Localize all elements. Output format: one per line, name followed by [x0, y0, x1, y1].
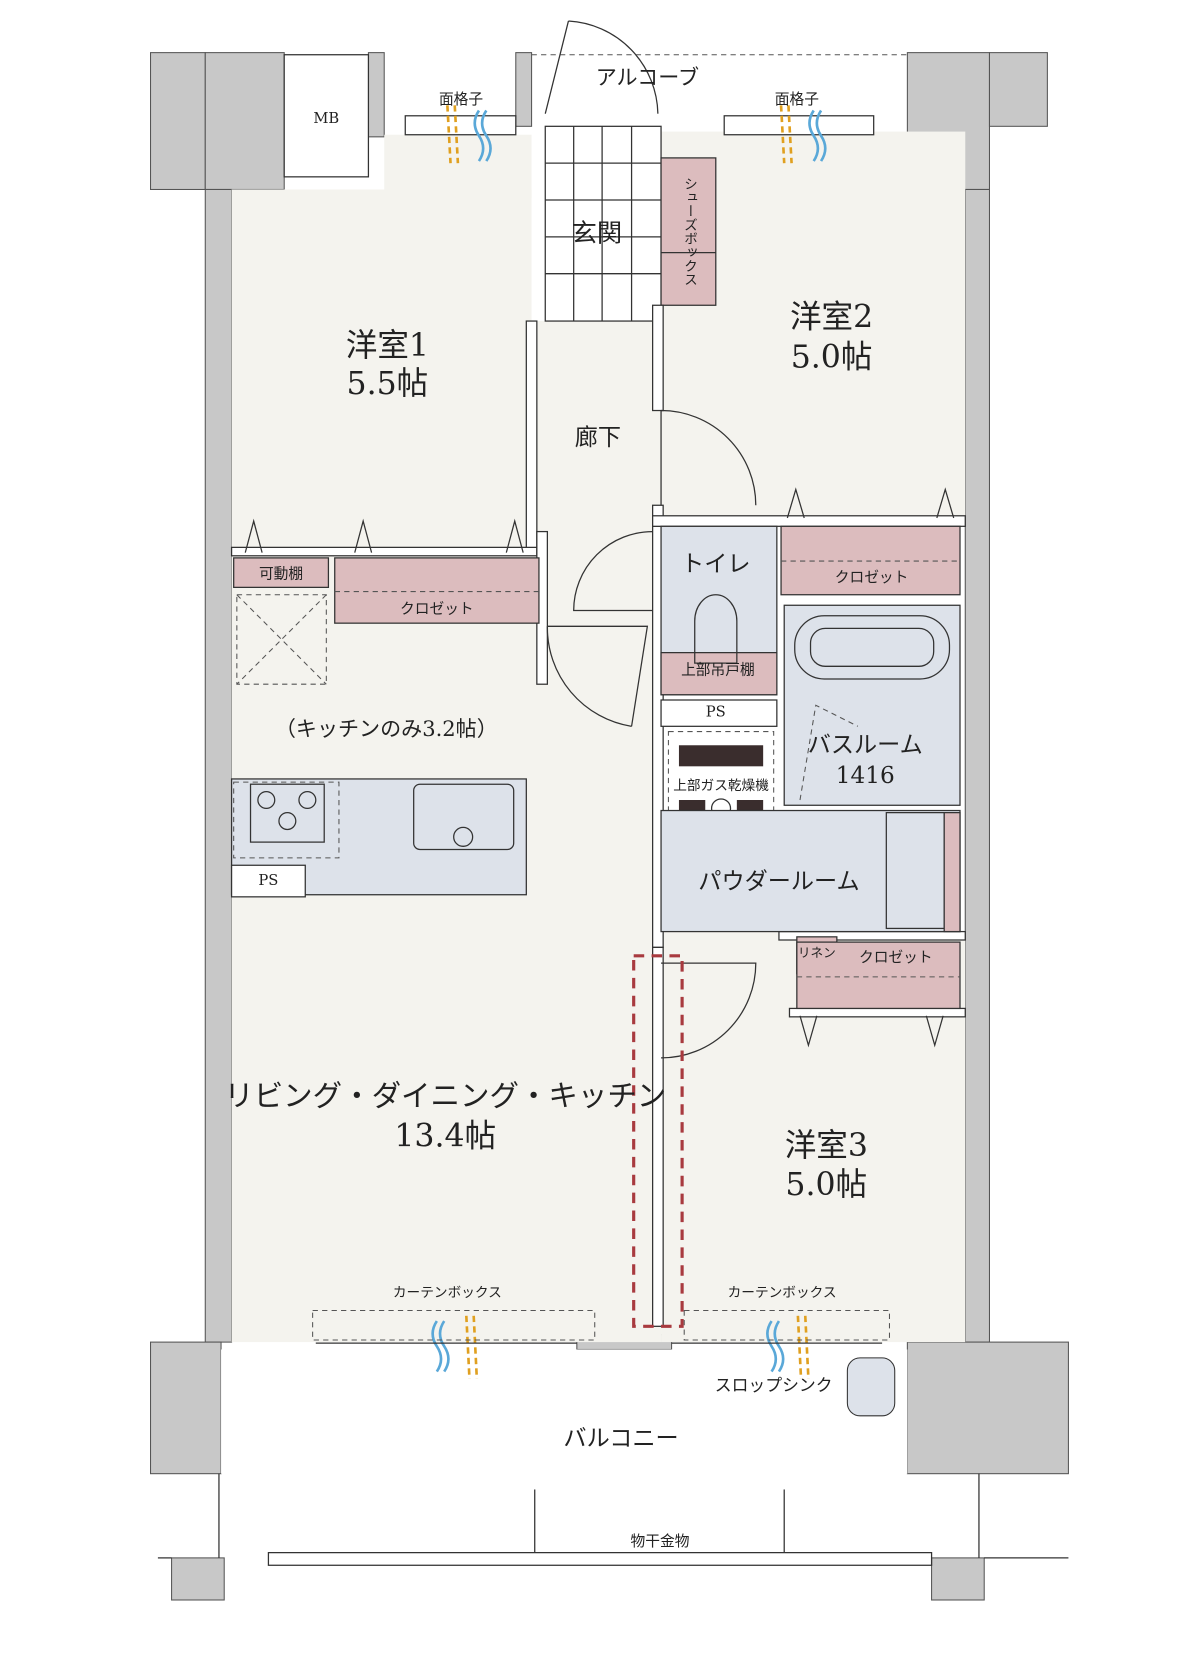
- slop-sink-icon: [846, 1357, 896, 1417]
- toilet-cabinet: [660, 651, 778, 696]
- ps-toilet: [660, 699, 778, 727]
- sink-icon: [413, 783, 515, 851]
- toilet-label: トイレ: [681, 551, 750, 577]
- gas-dryer-label: 上部ガス乾燥機: [673, 778, 769, 794]
- closet-room1-label: クロゼット: [400, 600, 474, 617]
- curtain-box-left: [312, 1310, 596, 1341]
- closet-door-marks: [244, 487, 955, 1048]
- closet-room3-label: クロゼット: [859, 949, 933, 966]
- light-icon: [446, 105, 810, 1380]
- mb-box: [283, 54, 370, 178]
- exterior-walls: [150, 52, 1069, 1601]
- shoe-box-label: シューズボックス: [681, 177, 697, 286]
- entrance-label: 玄関: [572, 219, 623, 248]
- room3-name: 洋室3: [785, 1128, 868, 1164]
- ps-toilet-label: PS: [706, 704, 726, 721]
- kitchen-only-label: （キッチンのみ3.2帖）: [275, 716, 498, 741]
- bathtub-icon: [794, 615, 951, 680]
- shoe-box: [660, 157, 717, 306]
- powder-room-label: パウダールーム: [698, 869, 859, 895]
- bathroom-label: バスルーム: [808, 732, 923, 758]
- toilet-icon: [694, 594, 738, 664]
- balcony-floor: [221, 1349, 908, 1474]
- airflow-icon: [431, 109, 827, 1373]
- stove-burner-icon: [249, 783, 325, 843]
- window-right[interactable]: [723, 115, 875, 136]
- movable-partition: [632, 954, 684, 1328]
- movable-shelf-label: 可動棚: [259, 566, 303, 583]
- room1-size: 5.5帖: [346, 366, 428, 402]
- toilet-cabinet-label: 上部吊戸棚: [681, 662, 755, 679]
- curtain-box-right: [683, 1310, 890, 1341]
- room1-name: 洋室1: [346, 328, 429, 364]
- curtain-box-right-label: カーテンボックス: [728, 1285, 837, 1301]
- curtain-box-left-label: カーテンボックス: [393, 1285, 502, 1301]
- ps-kitchen: [230, 864, 306, 898]
- linen-label: リネン: [798, 945, 836, 960]
- entrance-door[interactable]: [544, 20, 659, 114]
- room2-name: 洋室2: [790, 299, 873, 335]
- room3-size: 5.0帖: [785, 1167, 867, 1203]
- bathroom: [783, 604, 961, 806]
- hallway-label: 廊下: [575, 425, 621, 451]
- dryer-icon: [678, 745, 764, 767]
- slop-sink-label: スロップシンク: [715, 1375, 833, 1395]
- room2-size: 5.0帖: [791, 339, 873, 375]
- room1-floor: [231, 189, 532, 553]
- lattice-right-label: 面格子: [775, 91, 819, 108]
- ldk-size: 13.4帖: [394, 1118, 496, 1154]
- window-left[interactable]: [404, 115, 517, 136]
- powder-room: [660, 809, 961, 933]
- bathroom-size: 1416: [836, 763, 895, 789]
- balcony-railing: [157, 1473, 1069, 1566]
- interior-walls: [230, 304, 966, 1327]
- room1-lower-door[interactable]: [546, 625, 649, 727]
- gas-dryer: [667, 731, 775, 838]
- closet-room1: [334, 557, 540, 624]
- closet-room2-label: クロゼット: [835, 569, 909, 586]
- mb-label: MB: [313, 110, 339, 127]
- stove-area: [233, 781, 340, 859]
- ldk-floor: [231, 552, 662, 1343]
- ps-kitchen-label: PS: [258, 872, 278, 889]
- toilet-door[interactable]: [573, 530, 653, 612]
- room2-door[interactable]: [660, 409, 757, 506]
- entrance-tiles: [544, 125, 662, 322]
- storage-space-x: [236, 594, 327, 685]
- lattice-left-label: 面格子: [439, 91, 483, 108]
- movable-shelf: [233, 557, 330, 588]
- balcony-label: バルコニー: [563, 1426, 678, 1452]
- clothes-hanger-label: 物干金物: [631, 1533, 690, 1550]
- ldk-name: リビング・ダイニング・キッチン: [224, 1079, 666, 1113]
- alcove-label: アルコーブ: [596, 64, 699, 89]
- closet-room3: [796, 941, 961, 1010]
